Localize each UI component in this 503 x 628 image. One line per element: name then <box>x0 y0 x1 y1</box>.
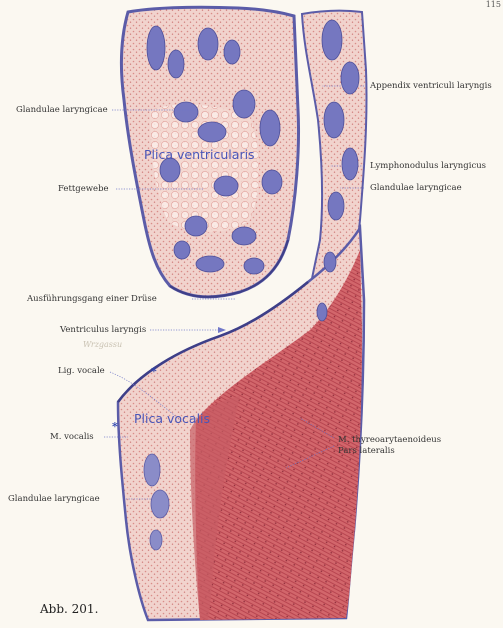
label-glandulae-laryngicae-2: Glandulae laryngicae <box>8 494 100 504</box>
label-ausfuhrungsgang: Ausführungsgang einer Drüse <box>27 294 157 304</box>
label-ventriculus-laryngis: Ventriculus laryngis <box>60 325 147 335</box>
ventriculus-lining <box>169 239 289 298</box>
label-pars-lateralis: Pars lateralis <box>338 446 395 456</box>
star-marker-lower: * <box>112 420 118 433</box>
star-marker-upper: * <box>151 365 157 378</box>
plica-vocalis-label: Plica vocalis <box>134 411 211 426</box>
vocal-fold-epithelium <box>116 281 309 403</box>
label-lymphonodulus: Lymphonodulus laryngicus <box>370 161 487 171</box>
label-m-thyreoarytaenoideus: M. thyreoarytaenoideus <box>338 435 442 445</box>
muscle-thyreoarytaenoideus <box>195 250 362 620</box>
label-glandulae-laryngicae-1: Glandulae laryngicae <box>16 105 108 115</box>
label-appendix-ventriculi: Appendix ventriculi laryngis <box>370 81 492 91</box>
gland-clusters-lateral <box>316 19 360 322</box>
label-lig-vocale: Lig. vocale <box>58 366 105 376</box>
gland-clusters-upper <box>146 25 283 275</box>
label-m-vocalis: M. vocalis <box>50 432 94 442</box>
page-number: 115 <box>485 0 501 9</box>
muscle-vocalis <box>190 396 240 620</box>
figure-caption: Abb. 201. <box>40 602 99 616</box>
label-fettgewebe: Fettgewebe <box>58 184 109 194</box>
fat-tissue-area <box>150 104 259 233</box>
pencil-note: Wrzgassu <box>83 340 123 349</box>
label-glandulae-laryngicae-r: Glandulae laryngicae <box>370 183 462 193</box>
ventriculus-arrow <box>218 327 226 333</box>
plica-ventricularis-label: Plica ventricularis <box>144 147 255 162</box>
gland-clusters-lower <box>143 453 170 551</box>
leader-lines <box>104 85 364 500</box>
